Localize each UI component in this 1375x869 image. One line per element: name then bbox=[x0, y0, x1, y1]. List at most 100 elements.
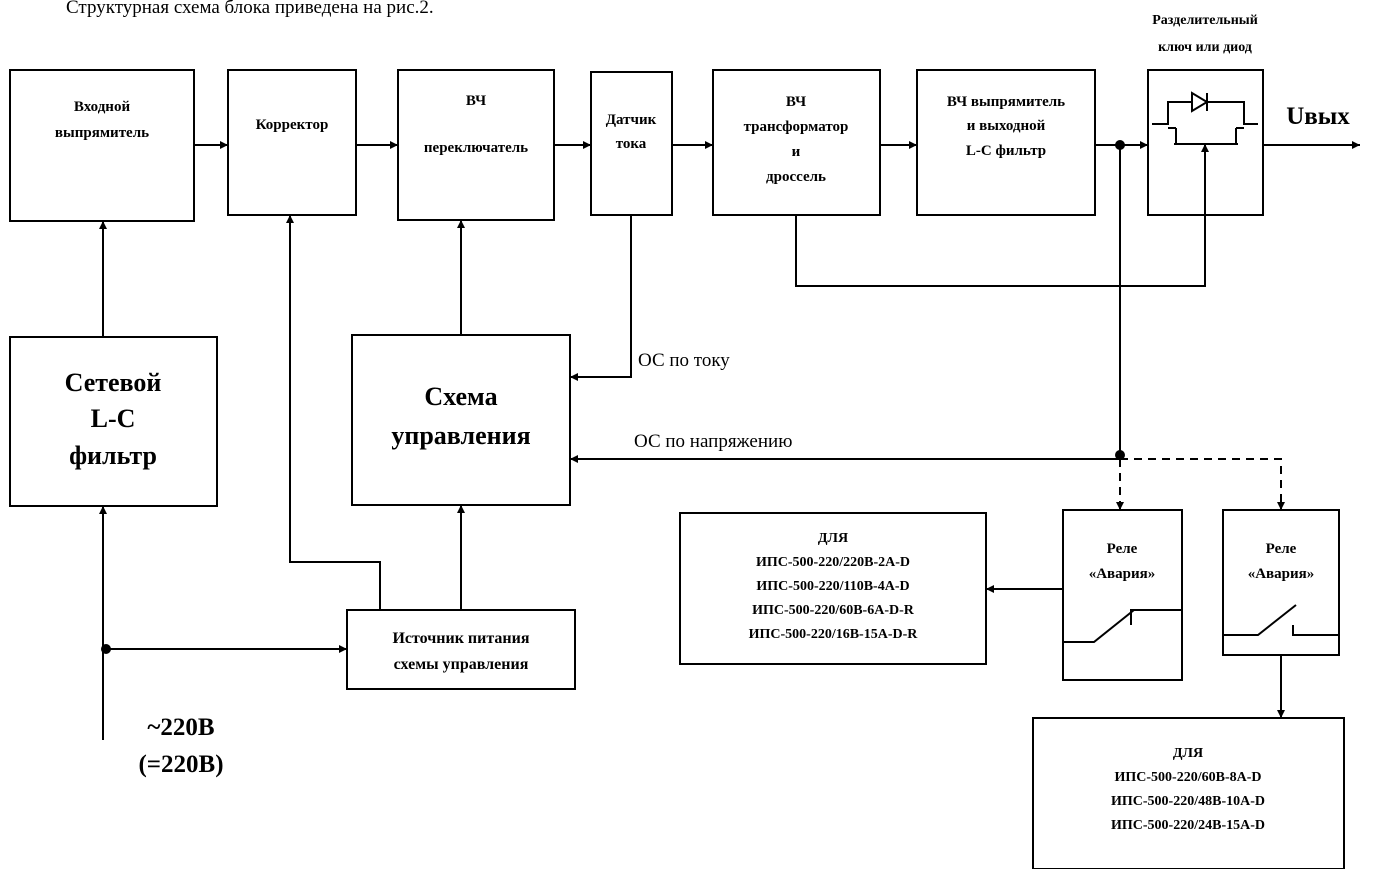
svg-text:Реле: Реле bbox=[1107, 541, 1138, 557]
hf-switch-label-1: ВЧ bbox=[466, 93, 486, 109]
control-power-label-1: Источник питания bbox=[392, 630, 529, 647]
hf-transformer-label-4: дроссель bbox=[766, 169, 826, 185]
relay-1-label-1: Реле bbox=[1107, 541, 1138, 557]
svg-text:дроссель: дроссель bbox=[766, 169, 826, 185]
input-dc-label: (=220В) bbox=[138, 751, 223, 778]
hf-transformer-label-1: ВЧ bbox=[786, 94, 806, 110]
control-circuit-label-1: Схема bbox=[424, 382, 497, 411]
models-box-1-line-2: ИПС-500-220/220В-2А-D bbox=[756, 555, 910, 570]
relay-1-block: Реле «Авария» bbox=[1062, 509, 1183, 681]
dashed-to-relay-2 bbox=[1120, 458, 1285, 510]
svg-text:Реле: Реле bbox=[1266, 541, 1297, 557]
hf-rectifier-label-2: и выходной bbox=[967, 118, 1046, 134]
svg-text:управления: управления bbox=[391, 421, 530, 450]
svg-text:Схема: Схема bbox=[424, 382, 497, 411]
hf-transformer-label-2: трансформатор bbox=[744, 119, 849, 135]
relay-2-label-2: «Авария» bbox=[1248, 566, 1315, 582]
svg-text:ИПС-500-220/16В-15А-D-R: ИПС-500-220/16В-15А-D-R bbox=[749, 627, 919, 642]
svg-text:тока: тока bbox=[616, 136, 647, 152]
svg-text:ИПС-500-220/24В-15А-D: ИПС-500-220/24В-15А-D bbox=[1111, 818, 1265, 833]
svg-text:Источник питания: Источник питания bbox=[392, 630, 529, 647]
svg-text:ИПС-500-220/220В-2А-D: ИПС-500-220/220В-2А-D bbox=[756, 555, 910, 570]
mains-filter-block: Сетевой L-C фильтр bbox=[9, 336, 218, 507]
svg-text:переключатель: переключатель bbox=[424, 140, 528, 156]
relay-2-block: Реле «Авария» bbox=[1222, 509, 1340, 656]
svg-text:и выходной: и выходной bbox=[967, 118, 1046, 134]
svg-text:ИПС-500-220/48В-10А-D: ИПС-500-220/48В-10А-D bbox=[1111, 794, 1265, 809]
arrow-transformer-to-switch bbox=[795, 144, 1209, 287]
hf-transformer-label-3: и bbox=[792, 144, 801, 160]
voltage-feedback-label: ОС по напряжению bbox=[634, 431, 792, 452]
svg-text:ДЛЯ: ДЛЯ bbox=[818, 531, 848, 546]
current-sensor-block: Датчик тока bbox=[590, 71, 673, 216]
output-label: Uвых bbox=[1286, 103, 1350, 130]
svg-text:Разделительный: Разделительный bbox=[1152, 13, 1258, 28]
svg-text:ИПС-500-220/60В-6А-D-R: ИПС-500-220/60В-6А-D-R bbox=[752, 603, 915, 618]
svg-text:L-C фильтр: L-C фильтр bbox=[966, 143, 1046, 159]
svg-text:выпрямитель: выпрямитель bbox=[55, 125, 149, 141]
models-box-2-line-3: ИПС-500-220/48В-10А-D bbox=[1111, 794, 1265, 809]
control-power-label-2: схемы управления bbox=[394, 656, 529, 673]
svg-text:ИПС-500-220/60В-8А-D: ИПС-500-220/60В-8А-D bbox=[1115, 770, 1262, 785]
relay-2-label-1: Реле bbox=[1266, 541, 1297, 557]
feedback-node bbox=[1115, 450, 1125, 460]
mains-filter-label-3: фильтр bbox=[69, 441, 157, 470]
svg-text:ВЧ выпрямитель: ВЧ выпрямитель bbox=[947, 94, 1065, 110]
svg-text:ДЛЯ: ДЛЯ bbox=[1173, 746, 1203, 761]
svg-text:ключ или диод: ключ или диод bbox=[1158, 40, 1252, 55]
models-box-1-line-1: ДЛЯ bbox=[818, 531, 848, 546]
current-feedback-label: ОС по току bbox=[638, 350, 730, 371]
current-sensor-label-1: Датчик bbox=[606, 112, 657, 128]
models-box-1: ДЛЯ ИПС-500-220/220В-2А-D ИПС-500-220/11… bbox=[679, 512, 987, 665]
models-box-2-line-4: ИПС-500-220/24В-15А-D bbox=[1111, 818, 1265, 833]
mains-filter-label-1: Сетевой bbox=[65, 368, 162, 397]
models-box-2: ДЛЯ ИПС-500-220/60В-8А-D ИПС-500-220/48В… bbox=[1032, 717, 1345, 869]
diode-symbol bbox=[1152, 91, 1258, 145]
mains-filter-label-2: L-C bbox=[91, 404, 136, 433]
corrector-label: Корректор bbox=[256, 117, 329, 133]
hf-transformer-block: ВЧ трансформатор и дроссель bbox=[712, 69, 881, 216]
svg-text:и: и bbox=[792, 144, 801, 160]
input-node bbox=[101, 644, 111, 654]
corrector-block: Корректор bbox=[227, 69, 357, 216]
models-box-2-line-1: ДЛЯ bbox=[1173, 746, 1203, 761]
input-ac-label: ~220В bbox=[147, 714, 214, 741]
models-box-1-line-5: ИПС-500-220/16В-15А-D-R bbox=[749, 627, 919, 642]
control-power-block: Источник питания схемы управления bbox=[346, 609, 576, 690]
separation-switch-label-1: Разделительный bbox=[1152, 13, 1258, 28]
relay-1-contact bbox=[1063, 609, 1182, 643]
input-rectifier-block: Входной выпрямитель bbox=[9, 69, 195, 222]
models-box-1-line-4: ИПС-500-220/60В-6А-D-R bbox=[752, 603, 915, 618]
svg-text:L-C: L-C bbox=[91, 404, 136, 433]
svg-text:«Авария»: «Авария» bbox=[1089, 566, 1156, 582]
separation-switch-label-2: ключ или диод bbox=[1158, 40, 1252, 55]
svg-text:трансформатор: трансформатор bbox=[744, 119, 849, 135]
models-box-2-line-2: ИПС-500-220/60В-8А-D bbox=[1115, 770, 1262, 785]
connections bbox=[99, 140, 1360, 740]
svg-text:Входной: Входной bbox=[74, 99, 131, 115]
hf-rectifier-block: ВЧ выпрямитель и выходной L-C фильтр bbox=[916, 69, 1096, 216]
relay-2-contact bbox=[1223, 604, 1339, 636]
hf-switch-label-2: переключатель bbox=[424, 140, 528, 156]
input-rectifier-label-2: выпрямитель bbox=[55, 125, 149, 141]
svg-text:«Авария»: «Авария» bbox=[1248, 566, 1315, 582]
svg-text:схемы управления: схемы управления bbox=[394, 656, 529, 673]
hf-switch-block: ВЧ переключатель bbox=[397, 69, 555, 221]
svg-text:Сетевой: Сетевой bbox=[65, 368, 162, 397]
svg-text:фильтр: фильтр bbox=[69, 441, 157, 470]
svg-text:ВЧ: ВЧ bbox=[466, 93, 486, 109]
arrow-power-to-corrector bbox=[286, 215, 381, 610]
input-rectifier-label-1: Входной bbox=[74, 99, 131, 115]
models-box-1-line-3: ИПС-500-220/110В-4А-D bbox=[756, 579, 909, 594]
arrow-current-feedback bbox=[570, 215, 632, 381]
svg-text:Датчик: Датчик bbox=[606, 112, 657, 128]
hf-rectifier-label-3: L-C фильтр bbox=[966, 143, 1046, 159]
control-circuit-block: Схема управления bbox=[351, 334, 571, 506]
hf-rectifier-label-1: ВЧ выпрямитель bbox=[947, 94, 1065, 110]
svg-text:ИПС-500-220/110В-4А-D: ИПС-500-220/110В-4А-D bbox=[756, 579, 909, 594]
svg-text:ВЧ: ВЧ bbox=[786, 94, 806, 110]
relay-1-label-2: «Авария» bbox=[1089, 566, 1156, 582]
control-circuit-label-2: управления bbox=[391, 421, 530, 450]
caption: Структурная схема блока приведена на рис… bbox=[66, 0, 434, 18]
